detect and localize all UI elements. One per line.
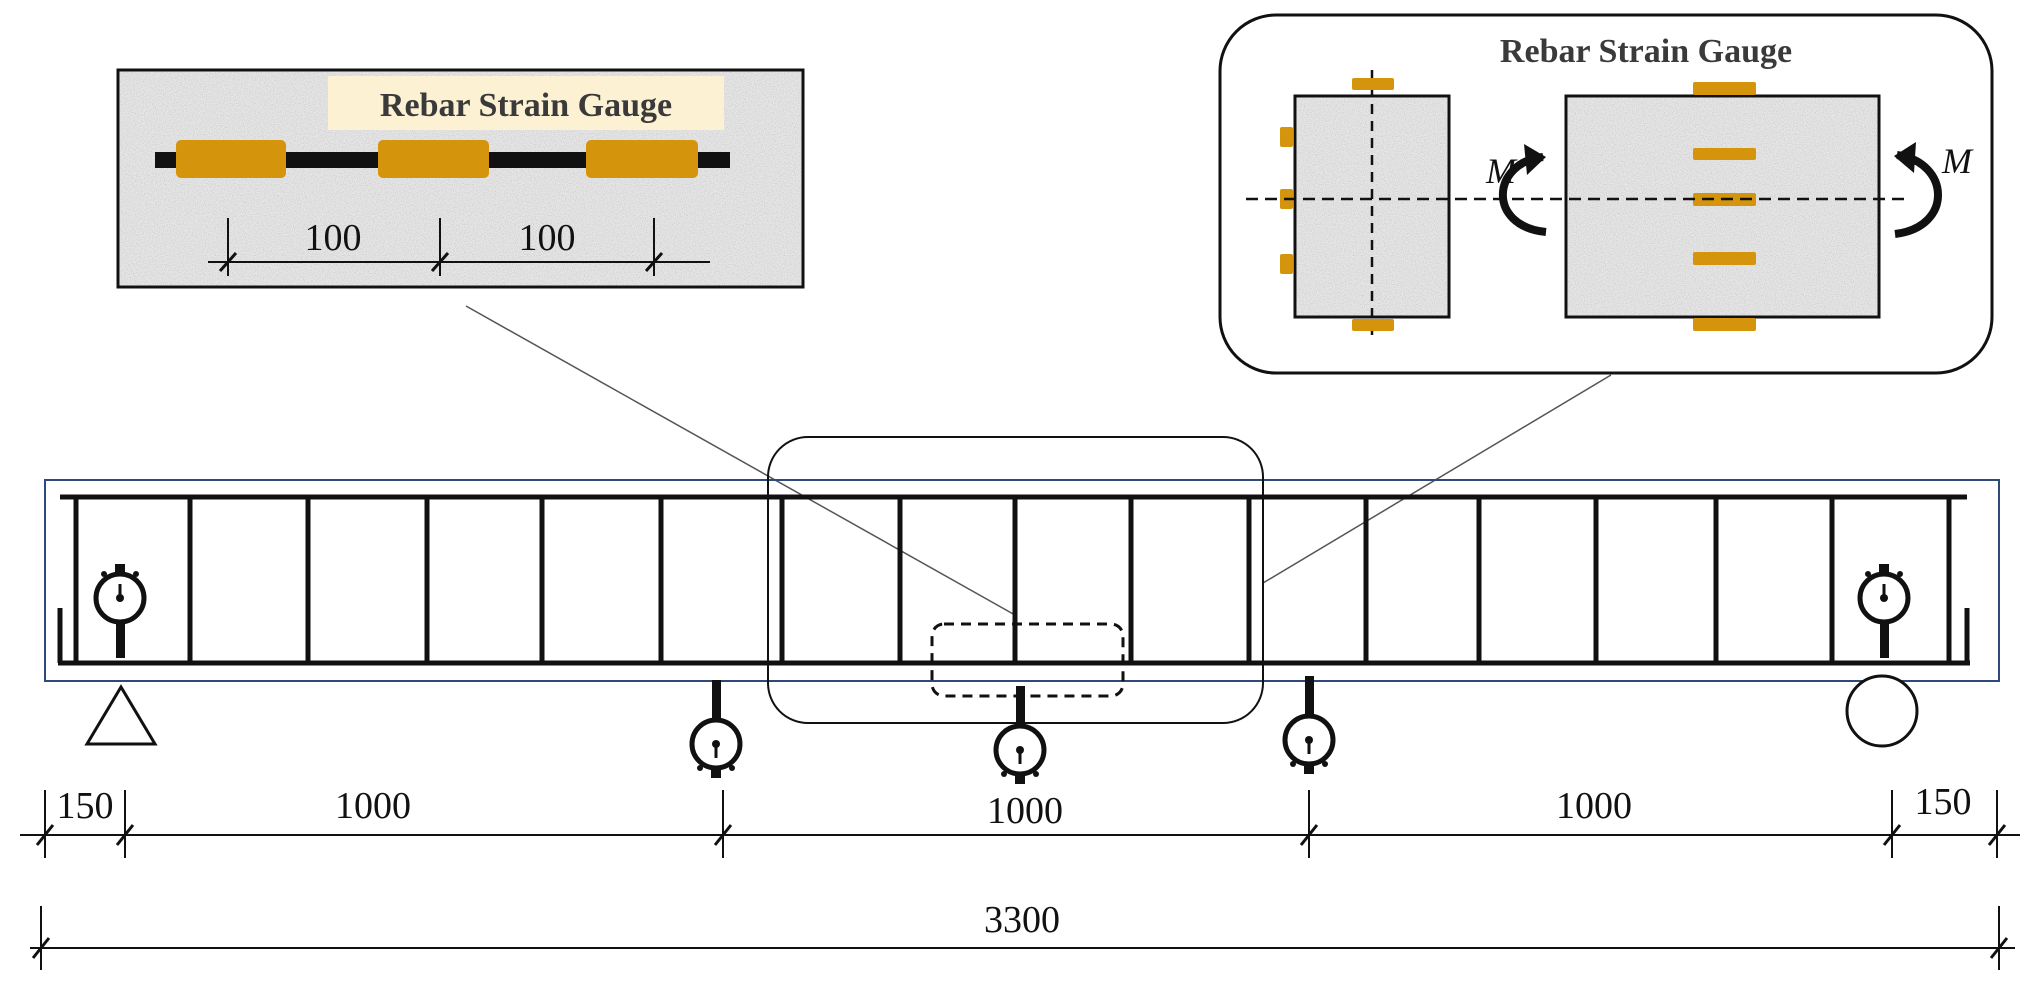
dim-total-tick-left — [31, 937, 51, 959]
beam-elevation — [44, 436, 2000, 724]
moment-label-right: M — [1941, 141, 1974, 181]
side-gauge-4 — [1693, 252, 1756, 265]
section-gauge-bottom — [1352, 319, 1394, 331]
dim-label-1000-right: 1000 — [1556, 785, 1632, 827]
dim-tick-0 — [35, 824, 55, 846]
dim-tick-2 — [713, 824, 733, 846]
leader-line-left — [465, 305, 1016, 616]
dim-tick-5 — [1987, 824, 2007, 846]
side-gauge-2 — [1693, 148, 1756, 160]
dim-label-1000-middle: 1000 — [987, 790, 1063, 832]
gauge-tick-3 — [644, 252, 664, 272]
section-gauge-side-1 — [1280, 127, 1293, 147]
dim-tick-1 — [115, 824, 135, 846]
strain-gauge-1 — [176, 140, 286, 178]
dim-tick-4 — [1882, 824, 1902, 846]
dial-gauge-icon — [692, 680, 740, 778]
inset-left-title-bg — [328, 76, 724, 130]
moment-label-left: M — [1485, 151, 1518, 191]
dial-gauge-icon — [1860, 564, 1908, 658]
dim-label-total: 3300 — [984, 899, 1060, 941]
dim-tick-3 — [1299, 824, 1319, 846]
dim-label-150-left: 150 — [57, 785, 114, 827]
section-gauge-side-3 — [1280, 254, 1293, 274]
dial-gauge-icon — [1285, 676, 1333, 774]
dim-total-tick-right — [1989, 937, 2009, 959]
midspan-gauge-region — [930, 622, 1125, 698]
side-elevation-texture — [1568, 98, 1877, 315]
roller-support-icon — [1845, 674, 1919, 748]
inset-section-gauges: Rebar Strain Gauge M M — [1218, 13, 1994, 375]
strain-gauge-3 — [586, 140, 698, 178]
gauge-spacing-label-1: 100 — [305, 217, 362, 259]
moment-arrow-icon — [1894, 142, 1942, 238]
side-gauge-1 — [1693, 82, 1756, 95]
strain-gauge-2 — [378, 140, 489, 178]
dim-label-150-right: 150 — [1915, 781, 1972, 823]
stirrups — [73, 497, 1952, 663]
gauge-spacing-label-2: 100 — [519, 217, 576, 259]
dimension-chain: 150 1000 1000 1000 150 3300 — [20, 781, 2020, 970]
inset-left-title: Rebar Strain Gauge — [380, 87, 672, 124]
moment-arrow-icon — [1498, 144, 1547, 236]
dial-gauge-icon — [996, 686, 1044, 784]
inset-right-title: Rebar Strain Gauge — [1500, 33, 1792, 70]
section-gauge-top — [1352, 78, 1394, 90]
pure-bending-zone-outline — [767, 436, 1264, 724]
gauge-tick-1 — [218, 252, 238, 272]
side-gauge-5 — [1693, 318, 1756, 331]
beam-outline-frame — [44, 479, 2000, 682]
dial-gauge-icon — [96, 564, 144, 658]
inset-rebar-gauge-spacing: Rebar Strain Gauge 100 100 — [116, 68, 805, 289]
pin-support-icon — [84, 684, 158, 746]
gauge-tick-2 — [430, 252, 450, 272]
dim-label-1000-left: 1000 — [335, 785, 411, 827]
